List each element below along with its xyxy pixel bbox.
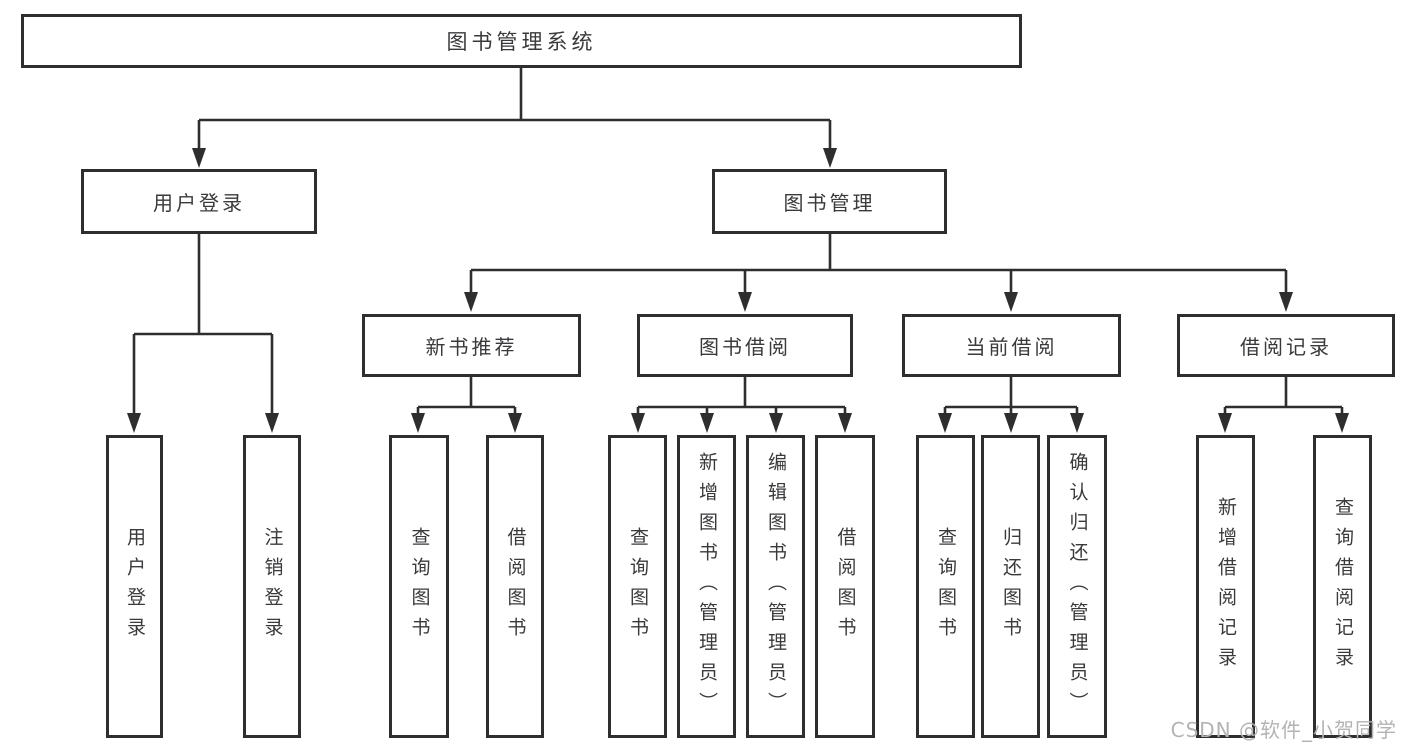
node-current-borrow: 当前借阅: [902, 314, 1121, 377]
leaf-borrow-books-2: 借阅图书: [815, 435, 875, 738]
node-label: 查询图书: [408, 526, 431, 647]
leaf-user-login: 用户登录: [106, 435, 163, 738]
leaf-add-borrow-record: 新增借阅记录: [1196, 435, 1255, 738]
node-label: 查询借阅记录: [1332, 496, 1354, 677]
leaf-logout: 注销登录: [243, 435, 301, 738]
node-library-system: 图书管理系统: [21, 14, 1022, 68]
node-label: 新增借阅记录: [1215, 496, 1237, 677]
connector-newbooks-to-leaves: [411, 377, 522, 433]
connector-currentborrow-to-leaves: [938, 377, 1084, 433]
node-book-borrow: 图书借阅: [637, 314, 853, 377]
node-label: 图书管理: [783, 191, 876, 215]
node-label: 查询图书: [935, 526, 957, 647]
node-label: 借阅图书: [834, 526, 857, 647]
leaf-query-books-3: 查询图书: [916, 435, 975, 738]
connector-bookmgmt-to-level3: [464, 234, 1293, 312]
leaf-borrow-books-1: 借阅图书: [486, 435, 544, 738]
node-label: 新书推荐: [425, 335, 518, 359]
node-new-book-recommend: 新书推荐: [362, 314, 581, 377]
connector-root-to-level2: [192, 68, 837, 168]
node-label: 查询图书: [627, 526, 649, 647]
node-label: 用户登录: [124, 526, 146, 647]
leaf-return-book: 归还图书: [981, 435, 1040, 738]
connector-bookborrow-to-leaves: [631, 377, 852, 433]
connector-borrowrecords-to-leaves: [1218, 377, 1349, 433]
node-label: 当前借阅: [965, 335, 1058, 359]
node-book-management: 图书管理: [712, 169, 947, 234]
node-label: 确认归还（管理员）: [1066, 451, 1089, 722]
node-label: 图书管理系统: [446, 30, 597, 54]
connector-userlogin-to-leaves: [127, 234, 279, 433]
node-label: 用户登录: [153, 191, 245, 215]
leaf-edit-book-admin: 编辑图书（管理员）: [746, 435, 805, 738]
leaf-query-books-1: 查询图书: [389, 435, 449, 738]
node-user-login: 用户登录: [81, 169, 317, 234]
node-label: 注销登录: [261, 526, 284, 647]
node-label: 归还图书: [1000, 526, 1022, 647]
leaf-confirm-return-admin: 确认归还（管理员）: [1047, 435, 1107, 738]
node-label: 借阅图书: [504, 526, 527, 647]
csdn-watermark: CSDN @软件_小贺同学: [1170, 718, 1397, 742]
node-label: 新增图书（管理员）: [696, 451, 718, 722]
node-borrow-records: 借阅记录: [1177, 314, 1395, 377]
leaf-query-borrow-record: 查询借阅记录: [1313, 435, 1372, 738]
leaf-add-book-admin: 新增图书（管理员）: [677, 435, 736, 738]
node-label: 编辑图书（管理员）: [765, 451, 787, 722]
node-label: 图书借阅: [699, 335, 791, 359]
node-label: 借阅记录: [1240, 335, 1332, 359]
leaf-query-books-2: 查询图书: [608, 435, 667, 738]
